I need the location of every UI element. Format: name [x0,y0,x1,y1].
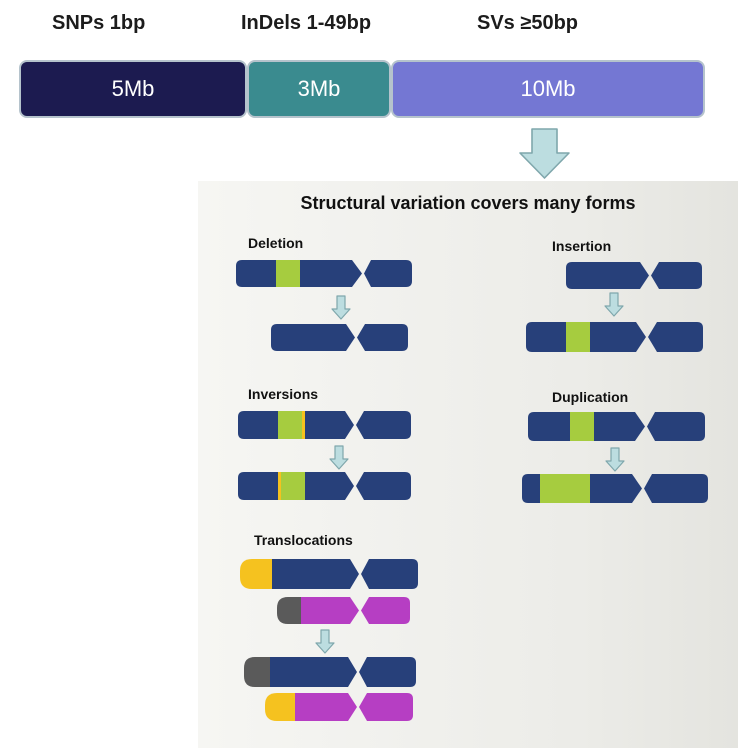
svs-bar: 10Mb [391,60,705,118]
insertion-arrow-icon [604,292,624,317]
inversion-before-chromosome [238,411,411,439]
duplication-after-chromosome [522,474,708,503]
panel-title: Structural variation covers many forms [300,193,636,213]
indels-header: InDels 1-49bp [241,12,372,34]
inversion-after-chromosome [238,472,411,500]
insertion-before-chromosome [566,262,702,289]
deletion-label: Deletion [248,235,304,251]
snps-header: SNPs 1bp [52,12,146,34]
translocation-before-chromosome-2 [277,597,410,624]
translocation-after-chromosome-2 [265,693,413,721]
translocation-arrow-icon [315,629,335,654]
indels-bar: 3Mb [247,60,391,118]
duplication-label: Duplication [552,389,629,405]
insertion-after-chromosome [526,322,703,352]
deletion-before-chromosome [236,260,412,287]
inversion-arrow-icon [329,445,349,470]
translocations-label: Translocations [254,532,353,548]
insertion-label: Insertion [552,238,612,254]
svs-header: SVs ≥50bp [477,12,579,34]
deletion-arrow-icon [331,295,351,320]
translocation-before-chromosome-1 [240,559,418,589]
duplication-before-chromosome [528,412,705,441]
snps-bar: 5Mb [19,60,247,118]
duplication-arrow-icon [605,447,625,472]
inversions-label: Inversions [248,386,319,402]
deletion-after-chromosome [271,324,408,351]
translocation-after-chromosome-1 [244,657,416,687]
